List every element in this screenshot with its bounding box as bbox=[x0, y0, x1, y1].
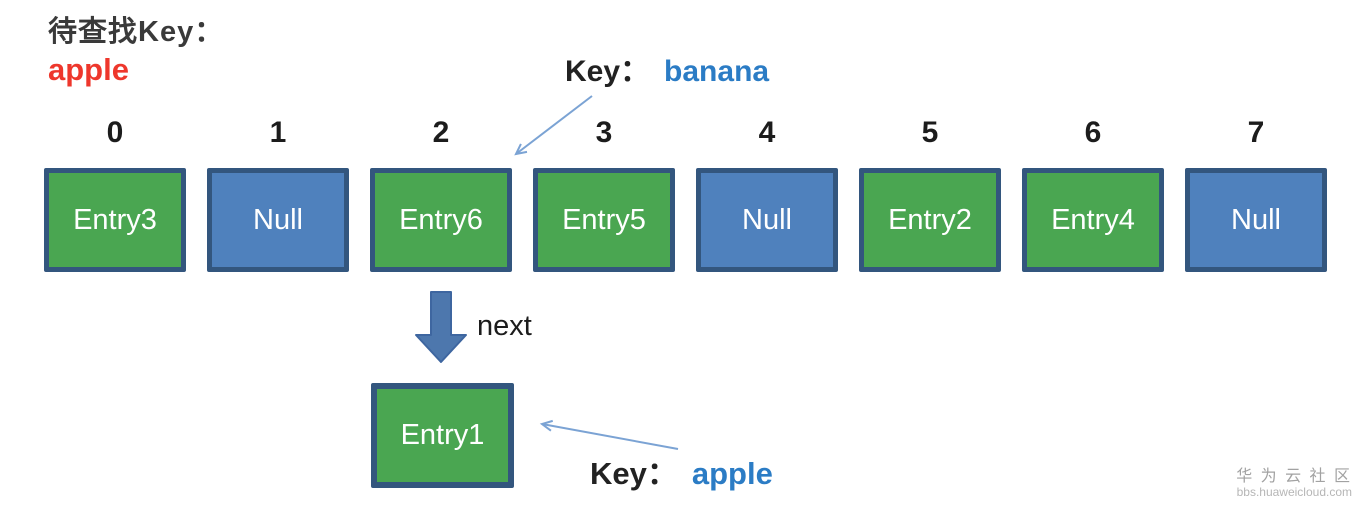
index-label-0: 0 bbox=[106, 116, 124, 149]
slot-label: Entry5 bbox=[562, 203, 646, 236]
slot-3: Entry5 bbox=[533, 168, 675, 272]
chain-node-entry1: Entry1 bbox=[371, 383, 514, 488]
watermark-url: bbs.huaweicloud.com bbox=[1236, 485, 1352, 500]
apple-key-value: apple bbox=[691, 456, 773, 491]
index-label-5: 5 bbox=[921, 116, 939, 149]
banana-key-prefix: Key： bbox=[565, 55, 651, 88]
index-label-7: 7 bbox=[1247, 116, 1265, 149]
slot-label: Entry2 bbox=[888, 203, 972, 236]
next-label: next bbox=[477, 310, 532, 342]
slot-5: Entry2 bbox=[859, 168, 1001, 272]
watermark: 华 为 云 社 区 bbs.huaweicloud.com bbox=[1236, 468, 1352, 500]
banana-key-value: banana bbox=[664, 55, 770, 88]
apple-key-label: Key： apple bbox=[590, 448, 773, 493]
bucket-index-row: 0 1 2 3 4 5 6 7 bbox=[44, 116, 1327, 150]
index-label-4: 4 bbox=[758, 116, 776, 149]
banana-key-label: Key： banana bbox=[565, 46, 769, 90]
watermark-title: 华 为 云 社 区 bbox=[1236, 467, 1352, 485]
slot-label: Null bbox=[742, 203, 792, 236]
next-arrow-icon bbox=[415, 291, 467, 363]
slot-4: Null bbox=[696, 168, 838, 272]
slot-label: Null bbox=[1231, 203, 1281, 236]
index-label-6: 6 bbox=[1084, 116, 1102, 149]
slot-label: Entry6 bbox=[399, 203, 483, 236]
apple-pointer-arrow bbox=[539, 419, 679, 450]
index-label-1: 1 bbox=[269, 116, 287, 149]
slot-7: Null bbox=[1185, 168, 1327, 272]
slot-2: Entry6 bbox=[370, 168, 512, 272]
slot-label: Null bbox=[253, 203, 303, 236]
slot-label: Entry4 bbox=[1051, 203, 1135, 236]
slot-label: Entry3 bbox=[73, 203, 157, 236]
search-key-value: apple bbox=[48, 52, 129, 87]
chain-node-label: Entry1 bbox=[400, 419, 485, 451]
slot-6: Entry4 bbox=[1022, 168, 1164, 272]
slot-0: Entry3 bbox=[44, 168, 186, 272]
search-key-title: 待查找Key： bbox=[48, 16, 225, 48]
index-label-2: 2 bbox=[432, 116, 450, 149]
apple-key-prefix: Key： bbox=[590, 456, 678, 491]
bucket-array: Entry3 Null Entry6 Entry5 Null Entry2 En… bbox=[44, 168, 1327, 272]
index-label-3: 3 bbox=[595, 116, 613, 149]
slot-1: Null bbox=[207, 168, 349, 272]
